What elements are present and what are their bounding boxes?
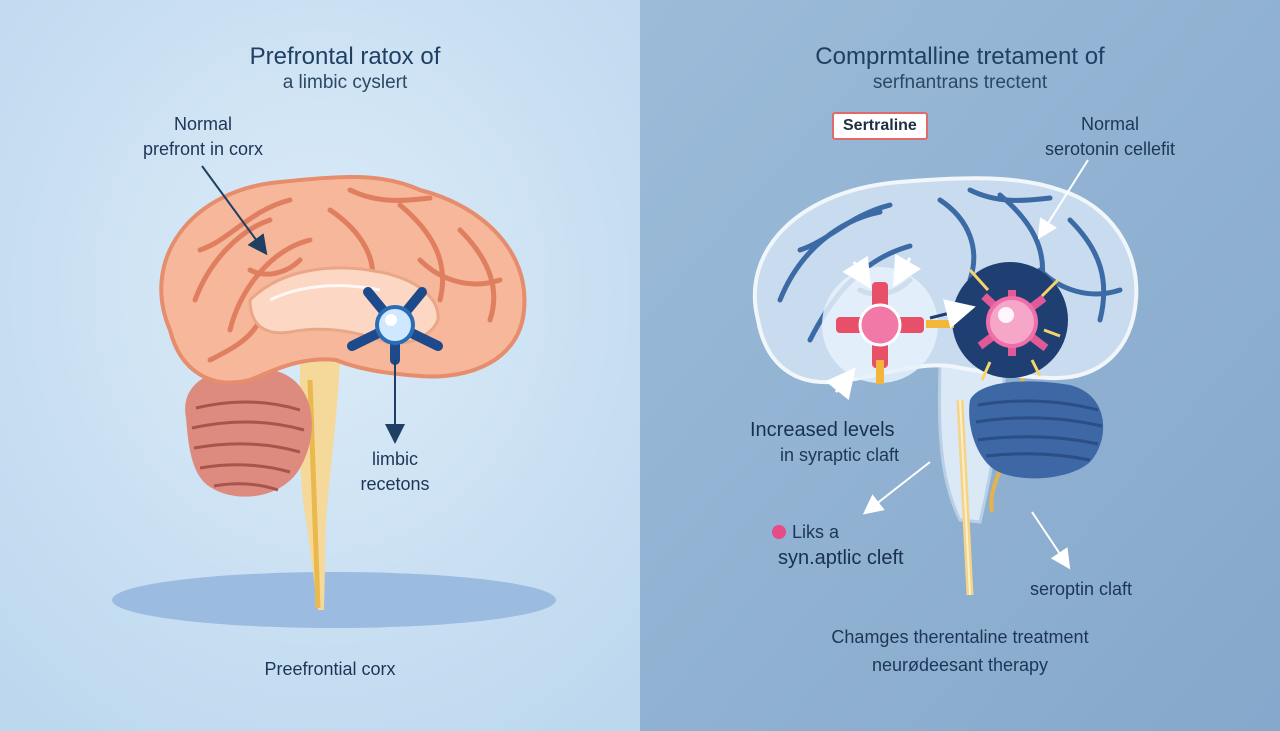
- right-callout-increased-line1: Increased levels: [750, 419, 895, 441]
- right-callout-liks-line2: syn.aptlic cleft: [778, 547, 904, 569]
- left-title-line2: a limbic cyslert: [282, 72, 408, 93]
- cerebellum-right: [969, 381, 1104, 479]
- cerebellum: [185, 367, 312, 497]
- right-caption-line1: Chamges therentaline treatment: [831, 627, 1089, 647]
- serotonin-receptor: [977, 290, 1049, 356]
- right-callout-seroptin: seroptin claft: [1030, 579, 1133, 599]
- left-callout-normal-line1: Normal: [173, 114, 232, 134]
- right-panel: Comprmtalline tretament of serfnantrans …: [640, 0, 1280, 731]
- right-callout-normal-line1: Normal: [1080, 114, 1139, 134]
- arrow-increased: [862, 461, 931, 515]
- left-callout-limbic-line2: recetons: [360, 474, 430, 494]
- arrow-normal-serotonin: [1037, 159, 1089, 240]
- left-panel: Prefrontal ratox of a limbic cyslert Nor…: [0, 0, 640, 731]
- sertraline-badge: Sertraline: [832, 112, 928, 140]
- left-caption: Preefrontial corx: [264, 659, 396, 679]
- right-callout-increased-line2: in syraptic claft: [780, 445, 900, 465]
- left-callout-limbic-line1: limbic: [371, 449, 418, 469]
- right-brain-illustration: [640, 0, 1280, 731]
- left-callout-normal-line2: prefront in corx: [142, 139, 264, 159]
- left-brain-illustration: [0, 0, 640, 731]
- right-title-line2: serfnantrans trectent: [872, 72, 1048, 93]
- arrow-normal-prefrontal: [201, 165, 268, 256]
- right-callout-normal-line2: serotonin cellefit: [1044, 139, 1176, 159]
- pink-dot-icon: [772, 525, 786, 539]
- floor-shadow: [112, 572, 556, 628]
- right-title-line1: Comprmtalline tretament of: [815, 43, 1105, 70]
- cerebrum-right: [752, 176, 1139, 385]
- right-caption-line2: neurødeesant therapy: [871, 655, 1049, 675]
- left-title-line1: Prefrontal ratox of: [249, 43, 441, 70]
- serotonin-arrows: [968, 268, 1061, 381]
- receptor-symbol: [347, 287, 443, 365]
- sertraline-molecule: [836, 282, 954, 384]
- right-callout-liks-text: Liks a: [792, 522, 840, 542]
- white-arrows: [825, 253, 976, 401]
- right-callout-liks-line1: Liks a: [772, 522, 839, 544]
- arrow-seroptin: [1031, 511, 1071, 570]
